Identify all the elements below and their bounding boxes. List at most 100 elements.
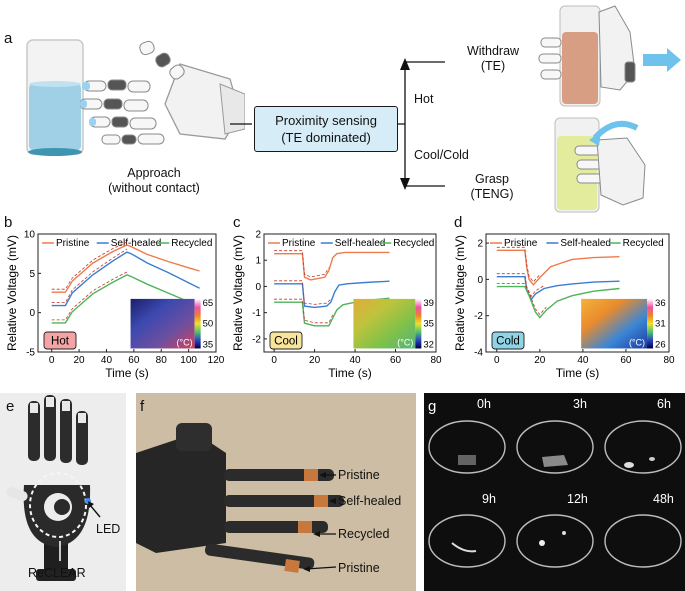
thermal-image (130, 298, 195, 349)
trend-guide (51, 241, 128, 290)
legend-entry: Self-healed (111, 238, 162, 249)
proximity-sensing-box: Proximity sensing (TE dominated) (254, 106, 398, 152)
panel-a-label: a (4, 30, 13, 47)
coolcold-label: Cool/Cold (414, 148, 469, 162)
colorbar-tick: 32 (423, 339, 434, 350)
condition-tag (43, 331, 77, 350)
withdraw-line-2: (TE) (480, 59, 506, 73)
x-tick-label: 120 (208, 355, 225, 366)
panel-f-label: f (140, 398, 145, 415)
y-tick-label: 0 (255, 282, 261, 293)
x-tick-label: 40 (349, 355, 361, 366)
time-label-12h: 12h (567, 492, 588, 506)
blue-beaker (26, 39, 84, 156)
x-tick-label: 20 (534, 355, 546, 366)
series-line-pristine (274, 251, 390, 281)
robotic-hand-icon (80, 40, 245, 145)
plot-frame (485, 233, 670, 353)
approach-line-1: Approach (127, 166, 181, 180)
sensing-line-2: (TE dominated) (281, 130, 371, 145)
finger-label-1: Pristine (338, 468, 380, 482)
trend-guide (51, 248, 128, 303)
x-tick-label: 60 (128, 355, 140, 366)
time-label-48h: 48h (653, 492, 674, 506)
reclear-label: ReCLEAR (28, 566, 86, 580)
colorbar-tick: 36 (655, 298, 666, 309)
legend-entry: Self-healed (560, 238, 611, 249)
y-tick-label: 2 (477, 239, 483, 250)
condition-tag-label: Cool (274, 336, 298, 348)
y-tick-label: 0 (29, 308, 35, 319)
time-label-0h: 0h (477, 397, 491, 411)
thermal-image (581, 298, 648, 349)
colorbar-tick: 26 (655, 339, 666, 350)
thermal-unit: (°C) (397, 337, 413, 347)
series-line-pristine (51, 244, 200, 293)
colorbar-tick: 65 (203, 298, 214, 309)
withdraw-label: Withdraw (TE) (458, 44, 528, 74)
plot-frame (37, 233, 217, 353)
y-tick-label: 10 (24, 230, 36, 241)
panel-e-photo (0, 393, 126, 591)
y-tick-label: -5 (26, 348, 35, 359)
y-tick-label: 2 (255, 230, 261, 241)
x-axis-label: Time (s) (328, 366, 372, 380)
led-label: LED (96, 522, 121, 536)
colorbar-tick: 39 (423, 298, 434, 309)
condition-tag (491, 331, 525, 350)
panel-f-photo (136, 393, 416, 591)
trend-guide (274, 298, 334, 324)
trend-guide (274, 280, 332, 305)
panel-g-photo (424, 393, 685, 591)
condition-tag-label: Hot (51, 336, 70, 348)
panel-c-label: c (233, 214, 241, 231)
sensing-line-1: Proximity sensing (275, 113, 377, 128)
x-tick-label: 80 (430, 355, 442, 366)
thermal-unit: (°C) (629, 337, 645, 347)
legend-entry: Self-healed (335, 238, 386, 249)
x-tick-label: 40 (101, 355, 113, 366)
condition-tag (269, 331, 303, 350)
y-axis-label: Relative Voltage (mV) (231, 235, 245, 351)
colorbar-tick: 50 (203, 319, 214, 330)
y-axis-label: Relative Voltage (mV) (453, 235, 467, 351)
y-tick-label: 1 (255, 256, 261, 267)
legend-entry: Pristine (504, 238, 538, 249)
condition-tag-label: Cold (496, 336, 520, 348)
trend-guide (496, 246, 541, 283)
approach-line-2: (without contact) (108, 181, 200, 195)
trend-guide (496, 283, 547, 316)
x-tick-label: 20 (74, 355, 86, 366)
x-tick-label: 80 (663, 355, 675, 366)
x-tick-label: 80 (156, 355, 168, 366)
legend-entry: Pristine (282, 238, 316, 249)
x-tick-label: 100 (180, 355, 197, 366)
time-label-6h: 6h (657, 397, 671, 411)
x-tick-label: 0 (49, 355, 55, 366)
series-line-self-healed (496, 276, 620, 301)
legend-entry: Pristine (56, 238, 90, 249)
thermal-image (353, 298, 416, 349)
series-line-pristine (496, 249, 620, 286)
hot-label: Hot (414, 92, 434, 106)
plot-frame (263, 233, 437, 353)
y-tick-label: 0 (477, 275, 483, 286)
colorbar-tick: 31 (655, 319, 666, 330)
y-tick-label: -1 (252, 308, 261, 319)
trend-guide (51, 271, 128, 321)
y-axis-label: Relative Voltage (mV) (5, 235, 19, 351)
approach-label: Approach (without contact) (94, 166, 214, 196)
y-tick-label: -4 (474, 348, 483, 359)
flow-arrows (230, 58, 445, 190)
time-label-9h: 9h (482, 492, 496, 506)
panel-e-label: e (6, 398, 15, 415)
grasp-illustration (554, 117, 646, 213)
finger-label-4: Pristine (338, 561, 380, 575)
time-label-3h: 3h (573, 397, 587, 411)
legend-entry: Recycled (623, 238, 664, 249)
series-line-recycled (51, 274, 200, 324)
colorbar-tick: 35 (203, 339, 214, 350)
x-tick-label: 40 (577, 355, 589, 366)
